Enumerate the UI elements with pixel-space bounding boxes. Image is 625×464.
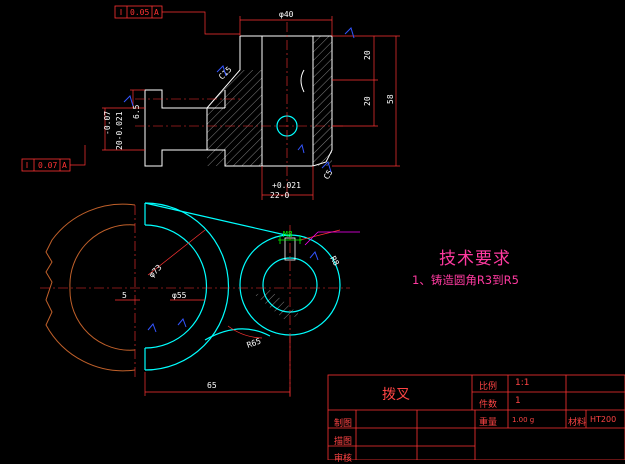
part-name: 拨叉 — [382, 387, 410, 403]
material-value: HT200 — [590, 415, 617, 424]
dim-6-5: 6.5 — [132, 104, 141, 119]
blue-markers — [123, 27, 355, 333]
gtol-left-value: 0.07 — [38, 161, 57, 170]
dim-m8: M8 — [283, 230, 293, 239]
dim-phi73: φ73 — [147, 263, 164, 280]
dim-tol-plus: +0.021 — [272, 181, 301, 190]
gtol-left-ref: A — [62, 161, 67, 170]
weight-label: 重量 — [479, 418, 498, 428]
plan-dimensions — [115, 229, 341, 396]
dim-20-bottom: 20 — [363, 96, 372, 106]
checked-by-label: 审核 — [334, 454, 353, 464]
dim-5: 5 — [122, 291, 127, 300]
gtol-top-value: 0.05 — [130, 8, 149, 17]
slot-arc — [300, 69, 305, 93]
scale-label: 比例 — [479, 382, 498, 392]
dim-c5: C5 — [322, 168, 335, 181]
requirements-item-1: 1、铸造圆角R3到R5 — [412, 273, 519, 287]
hatch-region-right — [313, 36, 332, 166]
gtol-frame-left — [21, 158, 71, 172]
material-label: 材料 — [568, 418, 587, 428]
drawn-by-label: 制图 — [334, 419, 353, 429]
scale-value: 1:1 — [515, 378, 530, 388]
outer-body-arc — [45, 203, 136, 372]
requirements-title: 技术要求 — [439, 249, 511, 269]
dim-58: 58 — [386, 94, 395, 104]
hatch-region-left — [207, 70, 262, 166]
plan-view — [40, 202, 350, 400]
outer-body-arc2 — [69, 224, 136, 351]
arm-bottom-curve — [204, 328, 271, 341]
dim-tol-minus: -0.07 — [103, 111, 112, 135]
fork-outer-arc — [144, 202, 230, 371]
quantity-value: 1 — [515, 396, 521, 406]
hub-hatch — [255, 290, 300, 320]
gtol-top-ref: A — [154, 8, 159, 17]
magenta-annotation — [304, 231, 360, 246]
weight-value: 1.00 g — [512, 416, 535, 424]
m8-marker — [278, 236, 302, 244]
dim-phi55: φ55 — [172, 291, 187, 300]
title-block — [327, 374, 625, 460]
gtol-frame-top — [114, 5, 163, 19]
arm-top-edge — [144, 202, 291, 237]
fork-inner-arc — [144, 224, 208, 349]
top-dimensions — [70, 11, 400, 200]
dim-phi40: φ40 — [279, 10, 294, 19]
dim-22: 22-0 — [270, 191, 289, 200]
quantity-label: 件数 — [479, 400, 498, 410]
dim-r65: R65 — [246, 336, 263, 349]
dim-r8: R8 — [328, 255, 341, 268]
dim-65: 65 — [207, 381, 217, 390]
traced-by-label: 描图 — [334, 437, 353, 447]
dim-20-top: 20 — [363, 50, 372, 60]
dim-tol-range: 20-0.021 — [115, 111, 124, 150]
front-section-view — [135, 22, 345, 196]
